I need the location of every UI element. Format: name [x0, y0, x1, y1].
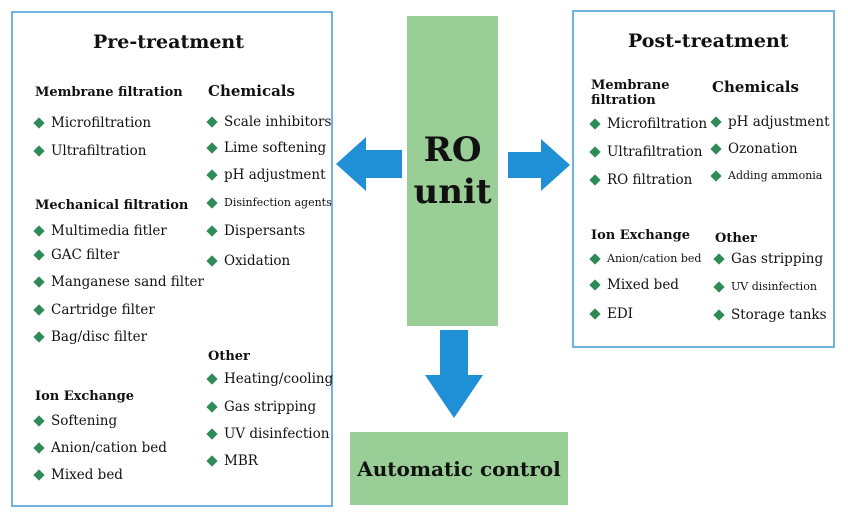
bullet-icon	[33, 249, 45, 261]
bullet-icon	[33, 145, 45, 157]
pre-treatment-title: Pre-treatment	[93, 31, 245, 53]
bullet-icon	[206, 225, 218, 237]
list-item: Microfiltration	[33, 115, 151, 131]
bullet-icon	[33, 331, 45, 343]
bullet-icon	[33, 469, 45, 481]
list-item: pH adjustment	[710, 114, 830, 130]
ro-unit-label-line2: unit	[413, 172, 492, 212]
bullet-icon	[589, 279, 601, 291]
list-item: Microfiltration	[589, 116, 707, 132]
list-item: Lime softening	[206, 140, 326, 156]
list-item: GAC filter	[33, 247, 119, 263]
bullet-icon	[33, 225, 45, 237]
left-arrow-icon	[336, 137, 402, 191]
list-item: pH adjustment	[206, 167, 326, 183]
down-arrow-icon	[425, 330, 483, 418]
post-other-heading: Other	[715, 231, 757, 246]
list-item: UV disinfection	[713, 280, 817, 293]
bullet-icon	[206, 428, 218, 440]
bullet-icon	[206, 116, 218, 128]
list-item: Storage tanks	[713, 307, 827, 323]
list-item: Ultrafiltration	[33, 143, 146, 159]
post-membrane-heading: Membrane filtration	[591, 78, 670, 108]
bullet-icon	[33, 276, 45, 288]
bullet-icon	[713, 280, 725, 293]
list-item: RO filtration	[589, 172, 692, 188]
bullet-icon	[33, 442, 45, 454]
bullet-icon	[589, 174, 601, 186]
bullet-icon	[206, 373, 218, 385]
bullet-icon	[206, 196, 218, 209]
list-item: UV disinfection	[206, 426, 329, 442]
bullet-icon	[206, 255, 218, 267]
pre-treatment-box: Pre-treatment Membrane filtration Microf…	[11, 11, 333, 507]
pre-other-heading: Other	[208, 349, 250, 364]
list-item: Disinfection agents	[206, 196, 332, 209]
bullet-icon	[206, 455, 218, 467]
list-item: Ozonation	[710, 141, 798, 157]
list-item: Softening	[33, 413, 117, 429]
list-item: Anion/cation bed	[33, 440, 167, 456]
list-item: Bag/disc filter	[33, 329, 147, 345]
pre-mechanical-heading: Mechanical filtration	[35, 198, 189, 213]
bullet-icon	[589, 252, 601, 265]
bullet-icon	[713, 253, 725, 265]
list-item: Heating/cooling	[206, 371, 333, 387]
list-item: MBR	[206, 453, 258, 469]
list-item: Anion/cation bed	[589, 252, 701, 265]
bullet-icon	[206, 401, 218, 413]
post-chemicals-heading: Chemicals	[712, 78, 799, 96]
bullet-icon	[206, 169, 218, 181]
ro-unit-label-line1: RO	[423, 130, 482, 170]
bullet-icon	[33, 415, 45, 427]
list-item: Gas stripping	[206, 399, 316, 415]
post-ion-heading: Ion Exchange	[591, 228, 690, 243]
bullet-icon	[710, 143, 722, 155]
list-item: EDI	[589, 306, 633, 322]
bullet-icon	[589, 308, 601, 320]
list-item: Manganese sand filter	[33, 274, 204, 290]
bullet-icon	[206, 142, 218, 154]
bullet-icon	[713, 309, 725, 321]
bullet-icon	[589, 118, 601, 130]
list-item: Cartridge filter	[33, 302, 155, 318]
post-treatment-box: Post-treatment Membrane filtration Micro…	[572, 10, 835, 348]
pre-membrane-heading: Membrane filtration	[35, 85, 183, 100]
bullet-icon	[33, 117, 45, 129]
list-item: Mixed bed	[589, 277, 679, 293]
right-arrow-icon	[508, 139, 570, 191]
list-item: Oxidation	[206, 253, 290, 269]
pre-chemicals-heading: Chemicals	[208, 82, 295, 100]
automatic-control-box: Automatic control	[350, 432, 568, 505]
pre-ion-heading: Ion Exchange	[35, 389, 134, 404]
ro-unit-box: RO unit	[407, 16, 498, 326]
bullet-icon	[710, 169, 722, 182]
list-item: Adding ammonia	[710, 169, 822, 182]
automatic-control-label: Automatic control	[357, 456, 561, 481]
list-item: Multimedia fitler	[33, 223, 167, 239]
bullet-icon	[33, 304, 45, 316]
list-item: Dispersants	[206, 223, 305, 239]
bullet-icon	[589, 146, 601, 158]
list-item: Scale inhibitors	[206, 114, 331, 130]
list-item: Mixed bed	[33, 467, 123, 483]
list-item: Ultrafiltration	[589, 144, 702, 160]
post-treatment-title: Post-treatment	[628, 30, 789, 52]
bullet-icon	[710, 116, 722, 128]
list-item: Gas stripping	[713, 251, 823, 267]
